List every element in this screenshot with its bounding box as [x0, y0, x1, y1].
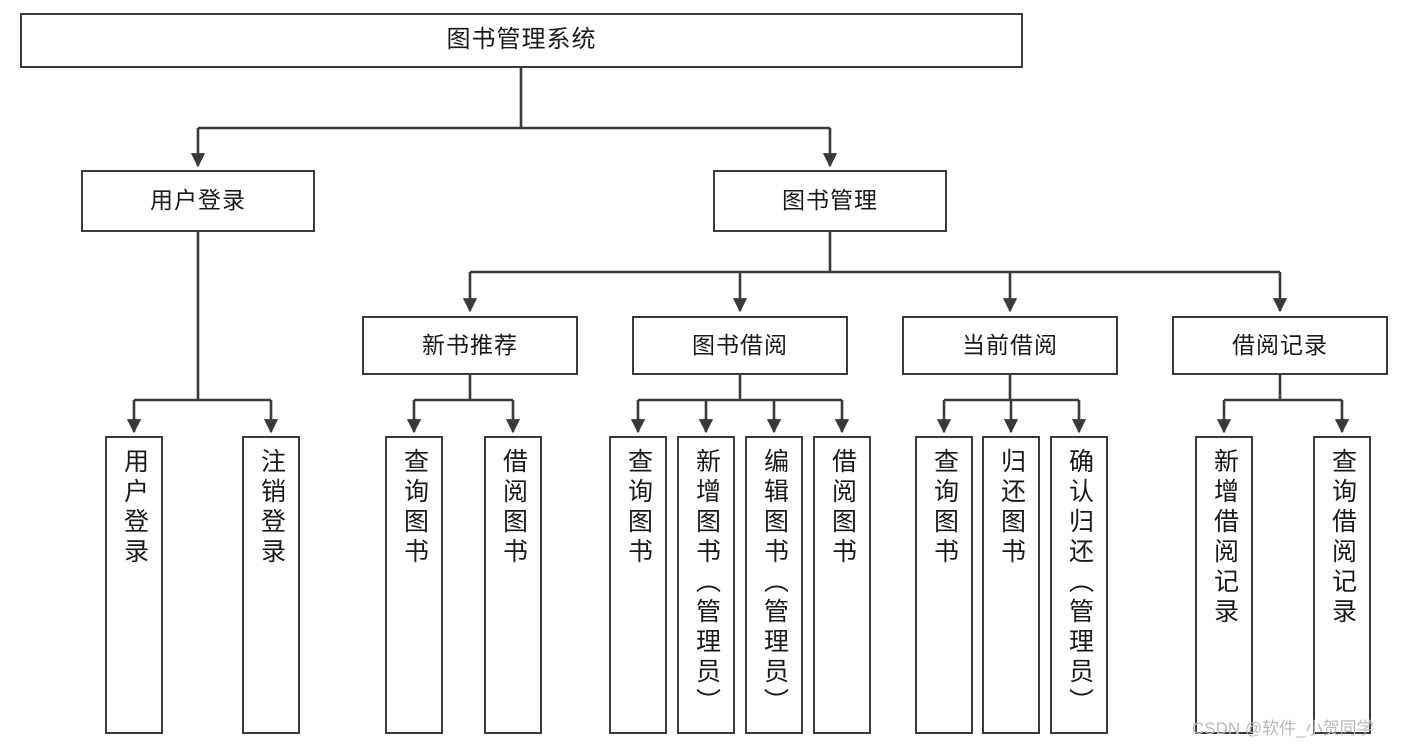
leaf-user-login-user-login[interactable]: 用户登录	[105, 436, 163, 734]
leaf-label: 借阅图书	[499, 448, 528, 568]
leaf-label: 编辑图书（管理员）	[760, 448, 789, 718]
leaf-new-book-borrow-books[interactable]: 借阅图书	[484, 436, 542, 734]
node-root-label: 图书管理系统	[446, 26, 597, 54]
leaf-label: 借阅图书	[828, 448, 857, 568]
node-book-borrow-label: 图书借阅	[692, 331, 788, 358]
leaf-current-borrow-confirm-return-admin[interactable]: 确认归还（管理员）	[1050, 436, 1108, 734]
leaf-label: 查询图书	[624, 448, 653, 568]
leaf-book-borrow-add-book-admin[interactable]: 新增图书（管理员）	[677, 436, 735, 734]
node-current-borrow[interactable]: 当前借阅	[902, 316, 1118, 375]
leaf-label: 新增图书（管理员）	[692, 448, 721, 718]
leaf-borrow-record-add-record[interactable]: 新增借阅记录	[1195, 436, 1253, 734]
leaf-user-login-logout[interactable]: 注销登录	[242, 436, 300, 734]
node-book-borrow[interactable]: 图书借阅	[632, 316, 848, 375]
leaf-new-book-query-books[interactable]: 查询图书	[385, 436, 443, 734]
leaf-label: 查询图书	[400, 448, 429, 568]
node-borrow-record-label: 借阅记录	[1232, 331, 1328, 358]
csdn-watermark: CSDN @软件_小贺同学	[1192, 719, 1374, 738]
leaf-label: 查询借阅记录	[1328, 448, 1357, 628]
leaf-borrow-record-query-record[interactable]: 查询借阅记录	[1313, 436, 1371, 734]
leaf-label: 新增借阅记录	[1210, 448, 1239, 628]
leaf-label: 注销登录	[257, 448, 286, 568]
leaf-label: 查询图书	[930, 448, 959, 568]
node-user-login[interactable]: 用户登录	[81, 170, 315, 232]
node-new-book-recommend-label: 新书推荐	[422, 331, 518, 358]
node-borrow-record[interactable]: 借阅记录	[1172, 316, 1388, 375]
node-current-borrow-label: 当前借阅	[962, 331, 1058, 358]
leaf-label: 用户登录	[120, 448, 149, 568]
leaf-current-borrow-query-books[interactable]: 查询图书	[915, 436, 973, 734]
node-book-management[interactable]: 图书管理	[713, 170, 947, 232]
node-root-book-management-system[interactable]: 图书管理系统	[20, 13, 1023, 68]
leaf-label: 归还图书	[997, 448, 1026, 568]
node-new-book-recommend[interactable]: 新书推荐	[362, 316, 578, 375]
leaf-book-borrow-edit-book-admin[interactable]: 编辑图书（管理员）	[745, 436, 803, 734]
node-book-management-label: 图书管理	[782, 187, 878, 214]
leaf-current-borrow-return-books[interactable]: 归还图书	[982, 436, 1040, 734]
leaf-label: 确认归还（管理员）	[1065, 448, 1094, 718]
leaf-book-borrow-query-books[interactable]: 查询图书	[609, 436, 667, 734]
node-user-login-label: 用户登录	[150, 187, 246, 214]
leaf-book-borrow-borrow-books[interactable]: 借阅图书	[813, 436, 871, 734]
